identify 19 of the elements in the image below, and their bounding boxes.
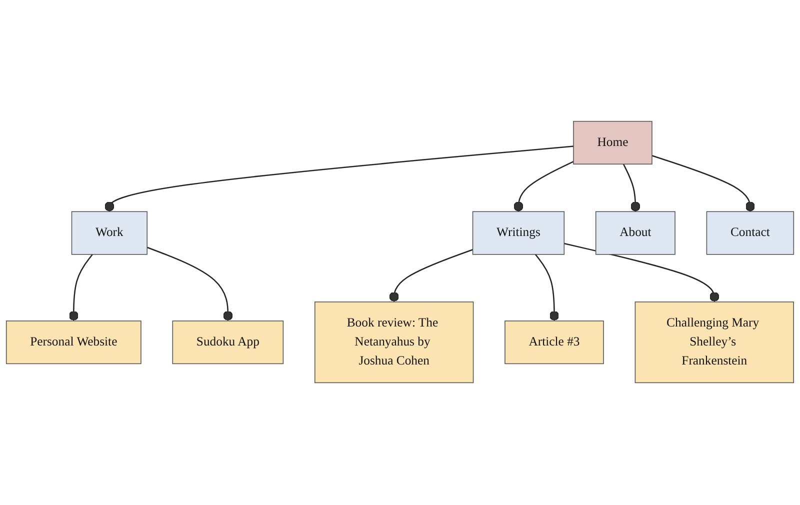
node-box: Writings	[472, 212, 565, 256]
node-box: Work	[71, 212, 148, 256]
connector	[622, 164, 640, 212]
connector	[514, 161, 574, 212]
node-box: Challenging Mary Shelley’s Frankenstein	[634, 302, 794, 384]
node-box: About	[595, 212, 676, 256]
node-box: Contact	[706, 212, 794, 256]
connector	[104, 146, 574, 212]
connector	[534, 254, 560, 322]
node-box: Personal Website	[6, 321, 142, 365]
node-box: Book review: The Netanyahus by Joshua Cohen	[314, 302, 474, 384]
connector	[652, 155, 755, 212]
connector	[389, 249, 473, 302]
node-box: Article #3	[504, 321, 604, 365]
connector	[146, 247, 233, 322]
node-box: Home	[573, 121, 652, 165]
node-box: Sudoku App	[172, 321, 284, 365]
connector	[564, 243, 720, 302]
connector	[68, 254, 93, 322]
